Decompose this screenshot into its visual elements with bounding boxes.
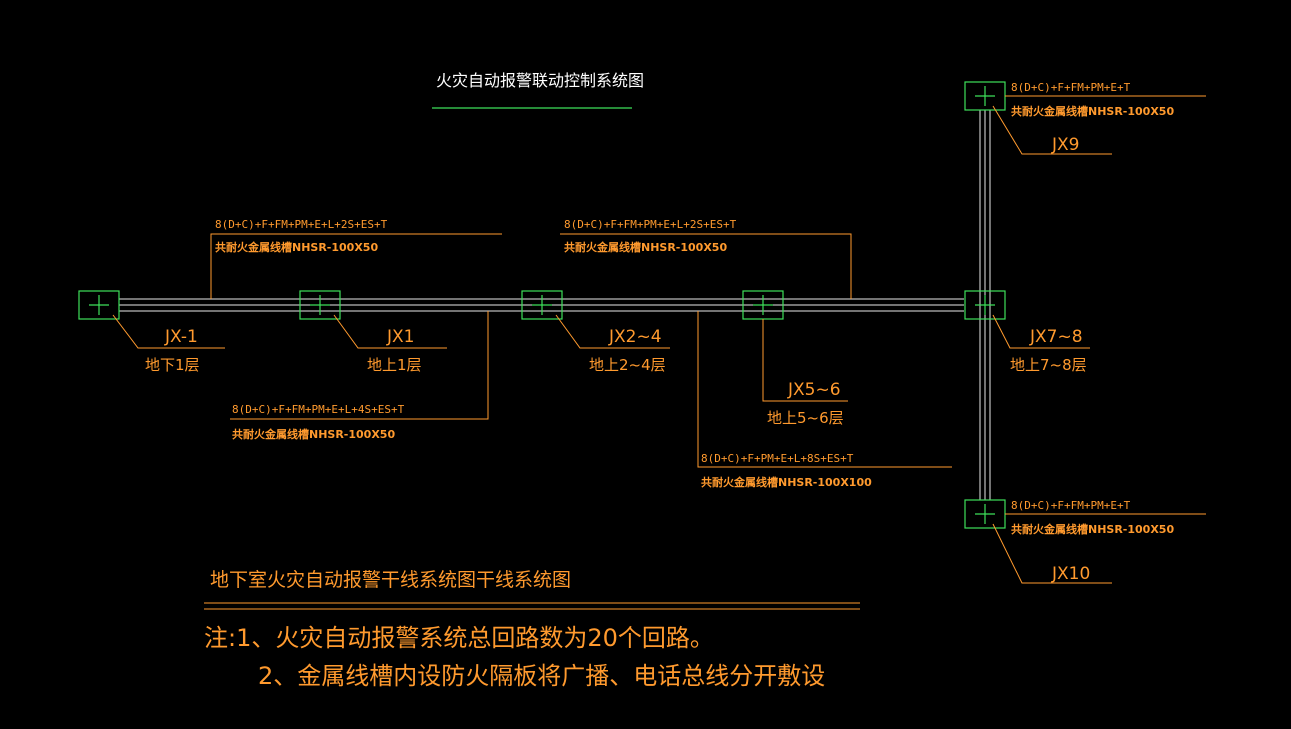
leader-jx-2-4 <box>555 314 670 349</box>
leader-jx-1 <box>333 314 447 349</box>
junction-box-jx-7-8[interactable] <box>964 290 1006 320</box>
leader-jx-9 <box>992 105 1112 155</box>
cable-tray-c4: 共耐火金属线槽NHSR-100X100 <box>701 475 872 489</box>
label-jx-2-4: JX2~4 <box>608 327 662 347</box>
junction-box-jx-2-4[interactable] <box>521 290 563 320</box>
cable-spec-c2: 8(D+C)+F+FM+PM+E+L+2S+ES+T <box>564 218 737 231</box>
cable-spec-c5: 8(D+C)+F+FM+PM+E+T <box>1011 81 1131 94</box>
leader-jx-5-6 <box>762 319 848 402</box>
floor-jx-2-4: 地上2~4层 <box>589 356 666 374</box>
label-jx-9: JX9 <box>1051 135 1079 155</box>
diagram-subtitle: 地下室火灾自动报警干线系统图干线系统图 <box>210 569 571 591</box>
label-jx-5-6: JX5~6 <box>787 380 841 400</box>
note-line-2: 2、金属线槽内设防火隔板将广播、电话总线分开敷设 <box>258 662 825 690</box>
label-jx-1: JX1 <box>386 327 414 347</box>
cable-spec-c3: 8(D+C)+F+FM+PM+E+L+4S+ES+T <box>232 403 405 416</box>
floor-jx-1: 地上1层 <box>367 356 422 374</box>
leader-jx-10 <box>992 523 1112 584</box>
floor-jx-5-6: 地上5~6层 <box>767 409 844 427</box>
cable-spec-c6: 8(D+C)+F+FM+PM+E+T <box>1011 499 1131 512</box>
junction-box-jx-1[interactable] <box>299 290 341 320</box>
cable-tray-c5: 共耐火金属线槽NHSR-100X50 <box>1011 104 1174 118</box>
leader-jx-7-8 <box>992 314 1090 349</box>
cable-tray-c3: 共耐火金属线槽NHSR-100X50 <box>232 427 395 441</box>
junction-box-jx-9[interactable] <box>964 81 1006 111</box>
junction-box-jx-b1[interactable] <box>78 290 120 320</box>
cable-leader-c1 <box>210 233 502 299</box>
cable-spec-c1: 8(D+C)+F+FM+PM+E+L+2S+ES+T <box>215 218 388 231</box>
note-line-1: 注:1、火灾自动报警系统总回路数为20个回路。 <box>204 624 714 652</box>
cable-tray-c1: 共耐火金属线槽NHSR-100X50 <box>215 240 378 254</box>
label-jx-b1: JX-1 <box>164 327 198 347</box>
cable-tray-c6: 共耐火金属线槽NHSR-100X50 <box>1011 522 1174 536</box>
cable-leader-c2 <box>560 233 852 299</box>
floor-jx-b1: 地下1层 <box>145 356 200 374</box>
label-jx-10: JX10 <box>1051 564 1090 584</box>
junction-box-jx-10[interactable] <box>964 499 1006 529</box>
cable-spec-c4: 8(D+C)+F+PM+E+L+8S+ES+T <box>701 452 854 465</box>
diagram-title: 火灾自动报警联动控制系统图 <box>436 71 644 90</box>
cable-leader-c4 <box>697 311 952 468</box>
label-jx-7-8: JX7~8 <box>1029 327 1083 347</box>
leader-jx-b1 <box>112 314 225 349</box>
floor-jx-7-8: 地上7~8层 <box>1010 356 1087 374</box>
cable-leader-c3 <box>230 311 489 420</box>
cable-tray-c2: 共耐火金属线槽NHSR-100X50 <box>564 240 727 254</box>
